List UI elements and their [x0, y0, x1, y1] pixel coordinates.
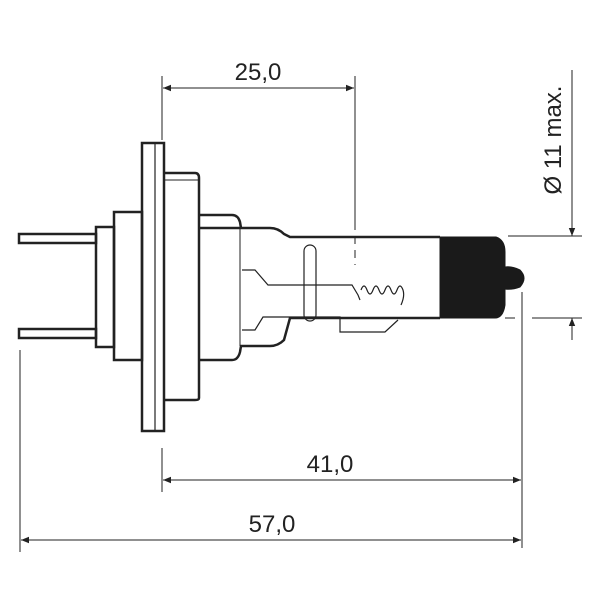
- base-step-1: [94, 225, 116, 349]
- dim-light-center-length: 41,0: [161, 292, 523, 548]
- pin-top: [17, 232, 98, 245]
- dim-label-light-center: 41,0: [307, 451, 354, 478]
- dim-overall-length: 57,0: [19, 350, 521, 552]
- flange: [140, 141, 166, 433]
- base-step-2: [112, 210, 144, 362]
- dim-glass-length: 25,0: [161, 59, 356, 265]
- filament-support: [242, 269, 399, 333]
- dim-label-overall-length: 57,0: [249, 511, 296, 538]
- cap: [439, 236, 525, 319]
- collar: [164, 171, 440, 402]
- bulb: [17, 141, 525, 433]
- dim-label-glass-length: 25,0: [235, 59, 282, 86]
- pin-bottom: [17, 327, 98, 340]
- dim-diameter: Ø 11 max.: [505, 70, 582, 340]
- glass-spacer: [303, 244, 317, 322]
- filament-coil: [360, 285, 405, 306]
- dim-label-diameter: Ø 11 max.: [540, 86, 567, 195]
